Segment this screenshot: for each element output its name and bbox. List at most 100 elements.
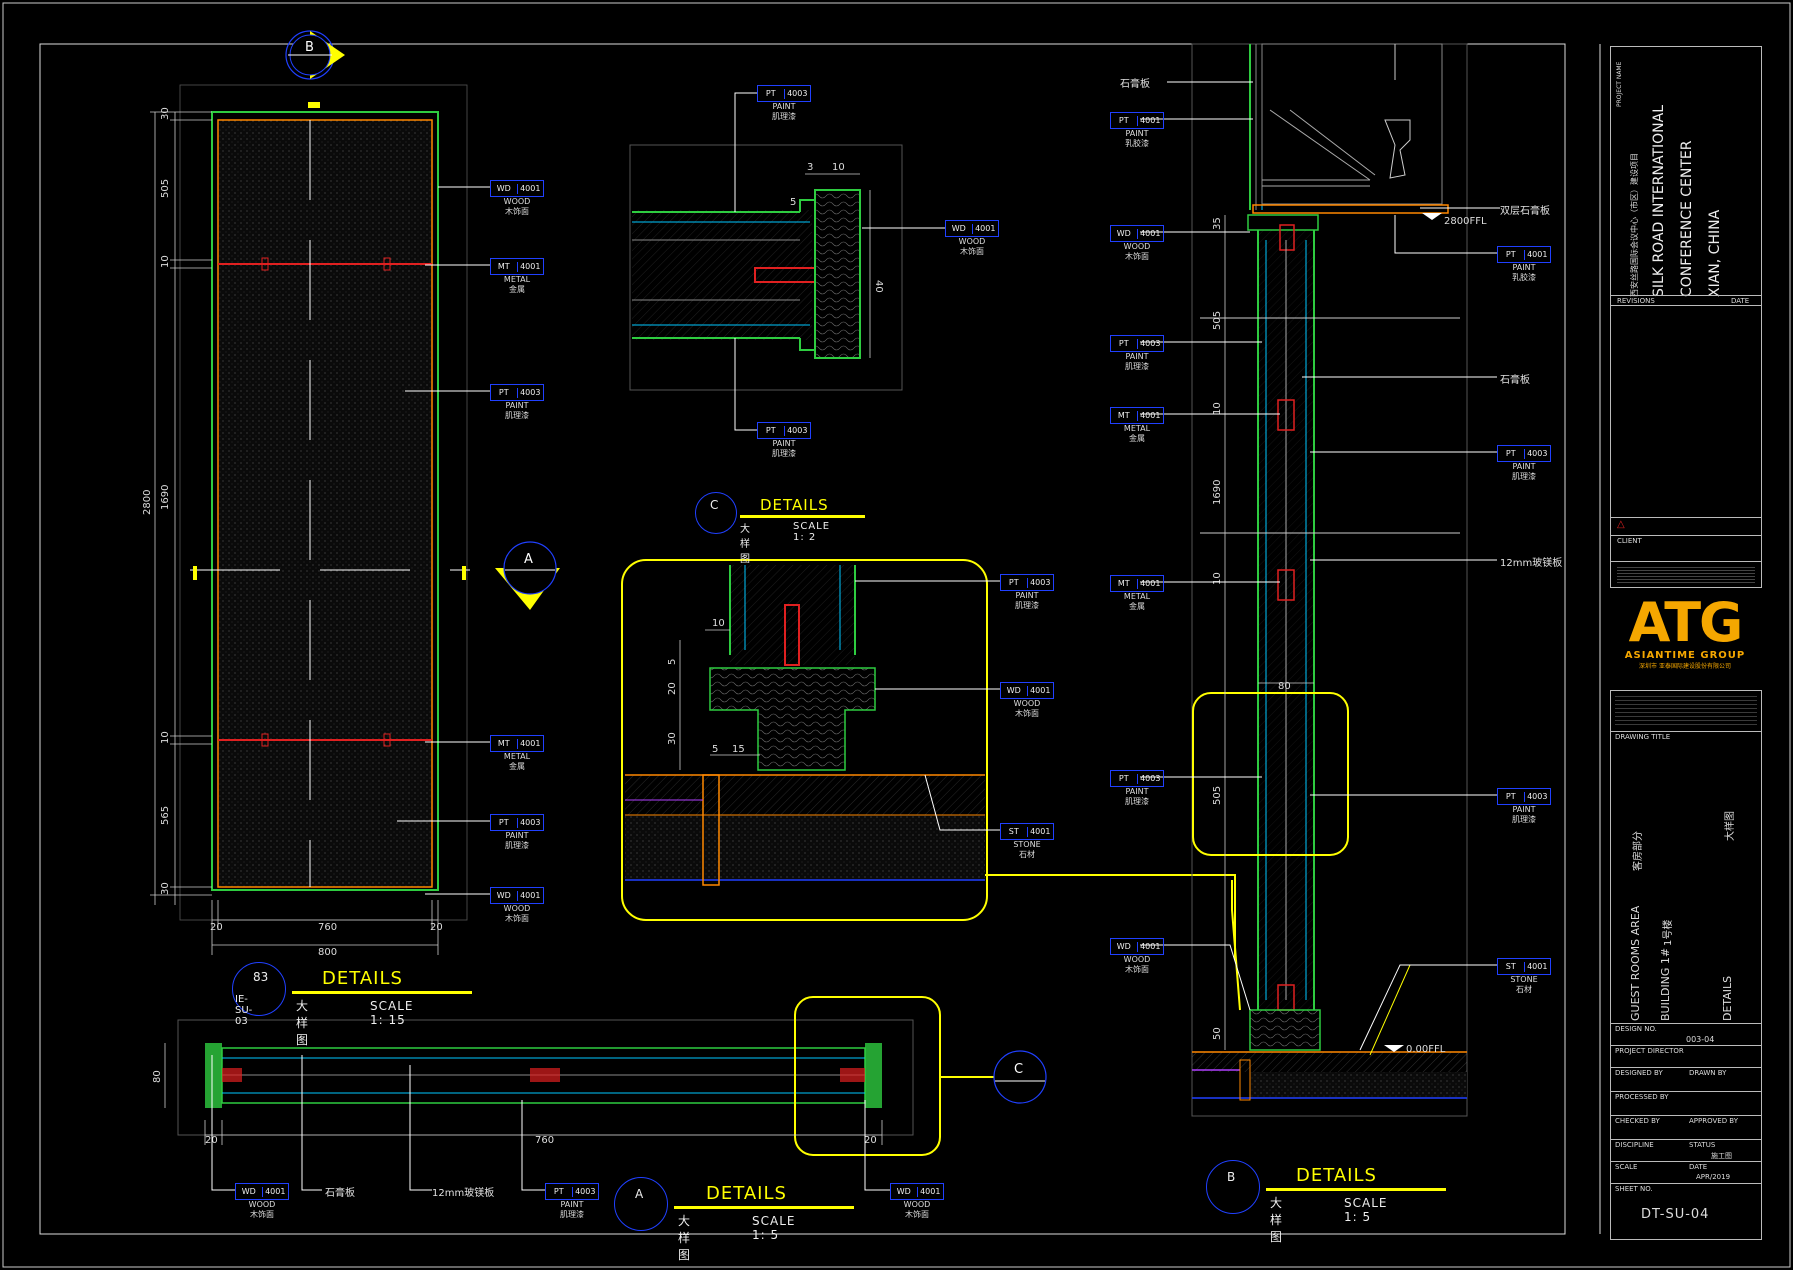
row-design-no: DESIGN NO. (1615, 1025, 1657, 1033)
detail-b-circle (1206, 1160, 1260, 1214)
detail-a-id: A (635, 1187, 644, 1201)
dim-elev-4: 10 (160, 731, 171, 744)
status-value: 施工图 (1711, 1152, 1732, 1160)
detail-c-bar (740, 515, 865, 518)
marker-a-label: A (524, 552, 533, 567)
row-status: STATUS (1689, 1141, 1716, 1149)
note-glass12: 12mm玻镁板 (1500, 558, 1563, 569)
detail-a-scale: SCALE 1: 5 (752, 1214, 796, 1242)
project-name-en-2: CONFERENCE CENTER (1679, 140, 1695, 297)
row-date: DATE (1689, 1163, 1708, 1171)
detail-83-bar (292, 991, 472, 994)
detail-c-circle (695, 492, 737, 534)
note-gypsum: 石膏板 (1500, 375, 1530, 386)
company-logo-block: ATG ASIANTIME GROUP 深圳市 亚泰国际建设股份有限公司 (1610, 591, 1760, 671)
section-marker-a: A (495, 541, 560, 610)
design-no-value: 003-04 (1686, 1035, 1715, 1044)
door-elevation (150, 84, 470, 955)
drawing-number: DT-SU-04 (1641, 1207, 1710, 1222)
dim-a-2: 20 (864, 1135, 877, 1146)
dim-elev-5: 565 (160, 806, 171, 825)
dim-b-4: 10 (1212, 572, 1223, 585)
detail-a-title: DETAILS (706, 1183, 787, 1204)
dim-c-3: 40 (873, 280, 884, 293)
dim-elev-1: 505 (160, 179, 171, 198)
row-drawn-by: DRAWN BY (1689, 1069, 1727, 1077)
detail-83-circle (232, 962, 286, 1016)
dim-elev-0: 30 (160, 107, 171, 120)
dim-a-depth: 80 (152, 1070, 163, 1083)
row-sheet-no: SHEET NO. (1615, 1185, 1653, 1193)
level-2800: 2800FFL (1444, 216, 1487, 227)
company-name-cn: 深圳市 亚泰国际建设股份有限公司 (1639, 663, 1731, 670)
detail-b-cn: 大样图 (1270, 1196, 1283, 1244)
title-block-project: PROJECT NAME 西安丝路国际会议中心（市区）建设项目 SILK ROA… (1610, 46, 1762, 588)
note-gypsum: 石膏板 (325, 1188, 355, 1199)
project-name-cn: 西安丝路国际会议中心（市区）建设项目 (1630, 153, 1639, 297)
building-en: BUILDING 1# (1659, 947, 1672, 1021)
detail-a-bar (674, 1206, 854, 1209)
elevation-dimensions: 30 505 10 1690 10 565 30 2800 20 760 20 … (142, 107, 443, 958)
dim-b-3: 1690 (1212, 480, 1223, 505)
atg-logo: ATG (1628, 591, 1744, 654)
note-gypsum: 石膏板 (1120, 79, 1150, 90)
section-marker-b: B (285, 30, 345, 80)
dim-elev-6: 30 (160, 882, 171, 895)
detail-b-bar (1266, 1188, 1446, 1191)
detail-c-scale: SCALE 1: 2 (793, 521, 831, 543)
detail-c-id: C (710, 498, 719, 512)
dim-elev-b2: 20 (430, 922, 443, 933)
title-en: DETAILS (1721, 975, 1734, 1021)
detail-c-title: DETAILS (760, 496, 829, 514)
detail-a-circle (614, 1177, 668, 1231)
detail-c-cn: 大样图 (740, 524, 750, 565)
plan-section-a: 20 760 20 80 (152, 996, 995, 1156)
sheet-border-inner (39, 43, 1566, 1235)
dim-c-2: 5 (790, 197, 796, 208)
dim-c-0: 3 (807, 162, 813, 173)
date-value: APR/2019 (1696, 1173, 1731, 1181)
note-glass12: 12mm玻镁板 (432, 1188, 495, 1199)
row-checked-by: CHECKED BY (1615, 1117, 1660, 1125)
row-designed-by: DESIGNED BY (1615, 1069, 1663, 1077)
dim-elev-2: 10 (160, 255, 171, 268)
dim-z-0: 10 (712, 618, 725, 629)
dim-elev-total: 2800 (142, 490, 153, 515)
label-drawing-title: DRAWING TITLE (1615, 733, 1671, 741)
project-name-en-3: XIAN, CHINA (1707, 209, 1723, 297)
dim-b-1: 505 (1212, 311, 1223, 330)
dim-z-5: 15 (732, 744, 745, 755)
title-cn: 大样图 (1725, 811, 1736, 841)
dim-c-1: 10 (832, 162, 845, 173)
section-b-drawing: 2800FFL 0.00FFL 35 505 10 1690 10 80 505… (1191, 43, 1487, 1117)
detail-83-id: 83 (253, 970, 269, 984)
dim-b-0: 35 (1212, 217, 1223, 230)
detail-c-drawing: 3 10 5 40 (629, 144, 903, 391)
detail-83-scale: SCALE 1: 15 (370, 999, 414, 1027)
dim-a-1: 760 (535, 1135, 554, 1146)
dim-b-2: 10 (1212, 402, 1223, 415)
detail-a-cn: 大样图 (678, 1214, 691, 1262)
